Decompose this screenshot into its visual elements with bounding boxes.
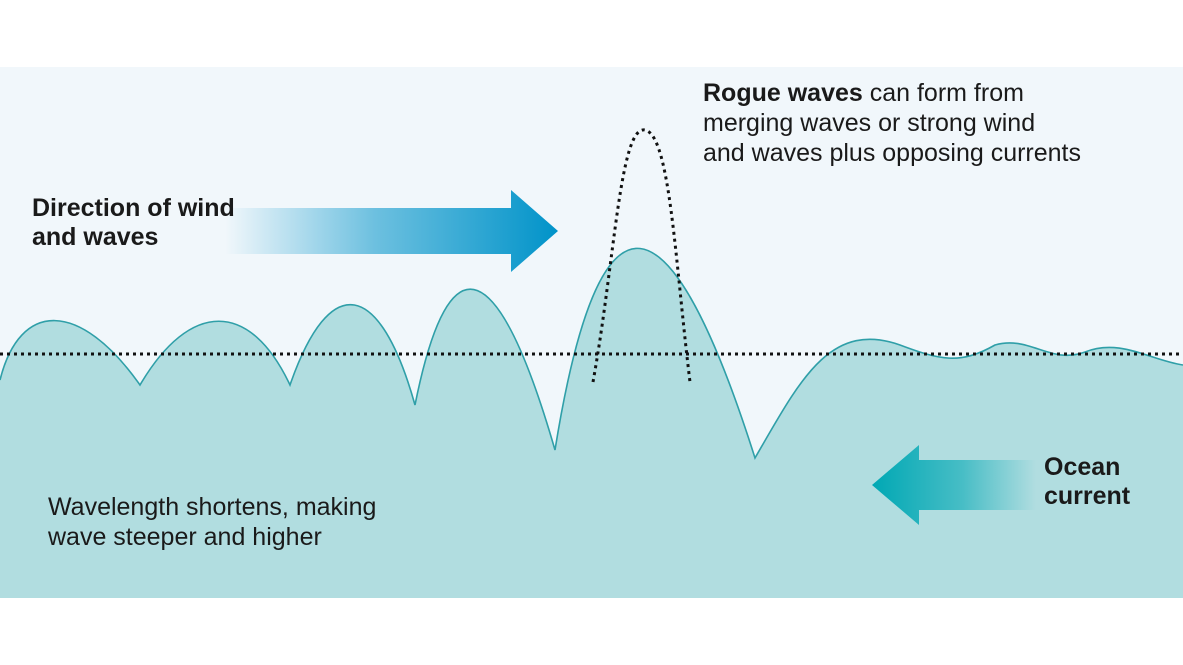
wind-label-line-1: Direction of wind — [32, 194, 235, 222]
water-body — [0, 248, 1183, 599]
wind-label-line-2: and waves — [32, 223, 159, 251]
wavelength-label-line-2: wave steeper and higher — [48, 523, 322, 551]
rogue-label-line-2: merging waves or strong wind — [703, 109, 1036, 137]
wind-direction-label: Direction of wind and waves — [32, 194, 235, 252]
current-label-line-2: current — [1044, 482, 1131, 510]
wavelength-label: Wavelength shortens, making wave steeper… — [48, 492, 376, 552]
wave-surface-line — [0, 247, 1183, 460]
wavelength-label-line-1: Wavelength shortens, making — [48, 493, 377, 521]
current-label-line-1: Ocean — [1044, 453, 1121, 481]
rogue-label-line-3: and waves plus opposing currents — [703, 139, 1082, 167]
ocean-current-arrow — [872, 445, 1036, 525]
rogue-waves-label: Rogue waves can form from merging waves … — [703, 78, 1081, 168]
rogue-label-bold: Rogue waves — [703, 79, 863, 107]
rogue-label-line-1-rest: can form from — [862, 79, 1024, 107]
wind-direction-arrow — [225, 190, 558, 272]
rogue-label-line-1: Rogue waves can form from — [703, 78, 1081, 108]
ocean-current-label: Ocean current — [1044, 453, 1130, 511]
